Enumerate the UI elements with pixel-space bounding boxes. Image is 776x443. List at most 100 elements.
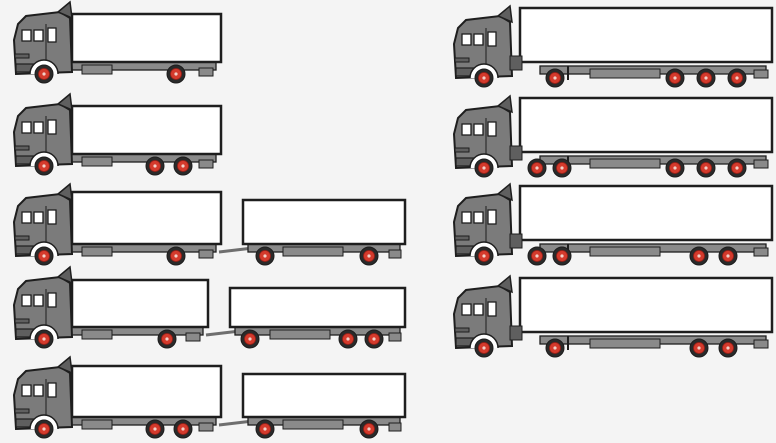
semitrailer-box bbox=[520, 186, 772, 240]
side-skirt bbox=[82, 330, 112, 339]
wheel-center bbox=[42, 164, 45, 167]
trailer-cargo-box bbox=[243, 200, 405, 244]
cab-window-front bbox=[22, 122, 31, 133]
side-skirt bbox=[82, 65, 112, 74]
truck-cargo-box bbox=[72, 280, 208, 327]
vehicle-rigid-2-axle bbox=[14, 2, 221, 83]
cab-window-rear bbox=[488, 210, 496, 224]
wheel-center bbox=[42, 427, 45, 430]
trailer-rear-light-bar bbox=[389, 250, 401, 258]
wheel-center bbox=[560, 254, 563, 257]
wheel-center bbox=[263, 254, 266, 257]
trailer-rear-light-bar bbox=[389, 423, 401, 431]
wheel-center bbox=[673, 76, 676, 79]
wheel-center bbox=[726, 346, 729, 349]
semitrailer-box bbox=[520, 98, 772, 152]
wheel-center bbox=[153, 427, 156, 430]
semitrailer-box bbox=[520, 8, 772, 62]
wheel-center bbox=[42, 72, 45, 75]
side-skirt bbox=[270, 330, 330, 339]
wheel-center bbox=[560, 166, 563, 169]
vehicle-tractor-2-axle-semitrailer-2-axle bbox=[454, 276, 772, 357]
wheel-center bbox=[181, 427, 184, 430]
wheel-center bbox=[42, 254, 45, 257]
trailer-cargo-box bbox=[243, 374, 405, 417]
cab-window-front bbox=[22, 212, 31, 223]
cab-window-rear bbox=[48, 120, 56, 134]
wheel-center bbox=[735, 166, 738, 169]
cab-grille bbox=[455, 148, 469, 152]
cab-window-front bbox=[22, 295, 31, 306]
vehicle-rigid-3-axle-with-2-axle-trailer bbox=[14, 357, 405, 438]
wheel-center bbox=[697, 254, 700, 257]
wheel-center bbox=[367, 254, 370, 257]
cab-window-side bbox=[34, 385, 43, 396]
wheel-center bbox=[673, 166, 676, 169]
wheel-center bbox=[174, 254, 177, 257]
rear-light-bar bbox=[199, 160, 213, 168]
side-skirt bbox=[82, 247, 112, 256]
fifth-wheel bbox=[510, 234, 522, 248]
cab-window-side bbox=[474, 304, 483, 315]
vehicle-layer bbox=[14, 2, 772, 438]
vehicle-rigid-2-axle-with-2-axle-trailer bbox=[14, 184, 405, 265]
side-skirt bbox=[590, 247, 660, 256]
cab-grille bbox=[455, 58, 469, 62]
side-skirt bbox=[590, 159, 660, 168]
vehicle-rigid-3-axle bbox=[14, 94, 221, 175]
semitrailer-box bbox=[520, 278, 772, 332]
wheel-center bbox=[535, 254, 538, 257]
cab-window-rear bbox=[48, 28, 56, 42]
wheel-center bbox=[482, 254, 485, 257]
cab-window-rear bbox=[488, 122, 496, 136]
truck-cargo-box bbox=[72, 366, 221, 417]
cab-grille bbox=[15, 146, 29, 150]
cab-window-side bbox=[474, 212, 483, 223]
side-skirt bbox=[82, 157, 112, 166]
cab-grille bbox=[15, 236, 29, 240]
wheel-center bbox=[346, 337, 349, 340]
wheel-center bbox=[367, 427, 370, 430]
cab-grille bbox=[15, 54, 29, 58]
semitrailer-rear-light-bar bbox=[754, 160, 768, 168]
side-skirt bbox=[590, 69, 660, 78]
truck-cargo-box bbox=[72, 192, 221, 244]
side-skirt bbox=[82, 420, 112, 429]
rear-light-bar bbox=[199, 250, 213, 258]
semitrailer-rear-light-bar bbox=[754, 340, 768, 348]
fifth-wheel bbox=[510, 146, 522, 160]
cab-window-front bbox=[22, 385, 31, 396]
wheel-center bbox=[482, 76, 485, 79]
truck-cargo-box bbox=[72, 14, 221, 62]
cab-grille bbox=[15, 409, 29, 413]
cab-window-rear bbox=[48, 293, 56, 307]
cab-window-front bbox=[462, 212, 471, 223]
side-skirt bbox=[590, 339, 660, 348]
trailer-rear-light-bar bbox=[389, 333, 401, 341]
cab-window-front bbox=[22, 30, 31, 41]
wheel-center bbox=[553, 346, 556, 349]
cab-window-rear bbox=[488, 32, 496, 46]
wheel-center bbox=[42, 337, 45, 340]
fifth-wheel bbox=[510, 326, 522, 340]
wheel-center bbox=[704, 76, 707, 79]
wheel-center bbox=[174, 72, 177, 75]
semitrailer-rear-light-bar bbox=[754, 248, 768, 256]
wheel-center bbox=[553, 76, 556, 79]
wheel-center bbox=[482, 346, 485, 349]
wheel-center bbox=[535, 166, 538, 169]
cab-grille bbox=[15, 319, 29, 323]
wheel-center bbox=[482, 166, 485, 169]
cab-window-side bbox=[474, 34, 483, 45]
cab-window-rear bbox=[48, 210, 56, 224]
cab-window-rear bbox=[488, 302, 496, 316]
wheel-center bbox=[735, 76, 738, 79]
wheel-center bbox=[263, 427, 266, 430]
wheel-center bbox=[248, 337, 251, 340]
vehicle-tractor-3-axle-semitrailer-3-axle bbox=[454, 96, 772, 177]
vehicle-tractor-2-axle-semitrailer-3-axle bbox=[454, 6, 772, 87]
cab-grille bbox=[455, 236, 469, 240]
wheel-center bbox=[704, 166, 707, 169]
cab-window-front bbox=[462, 304, 471, 315]
